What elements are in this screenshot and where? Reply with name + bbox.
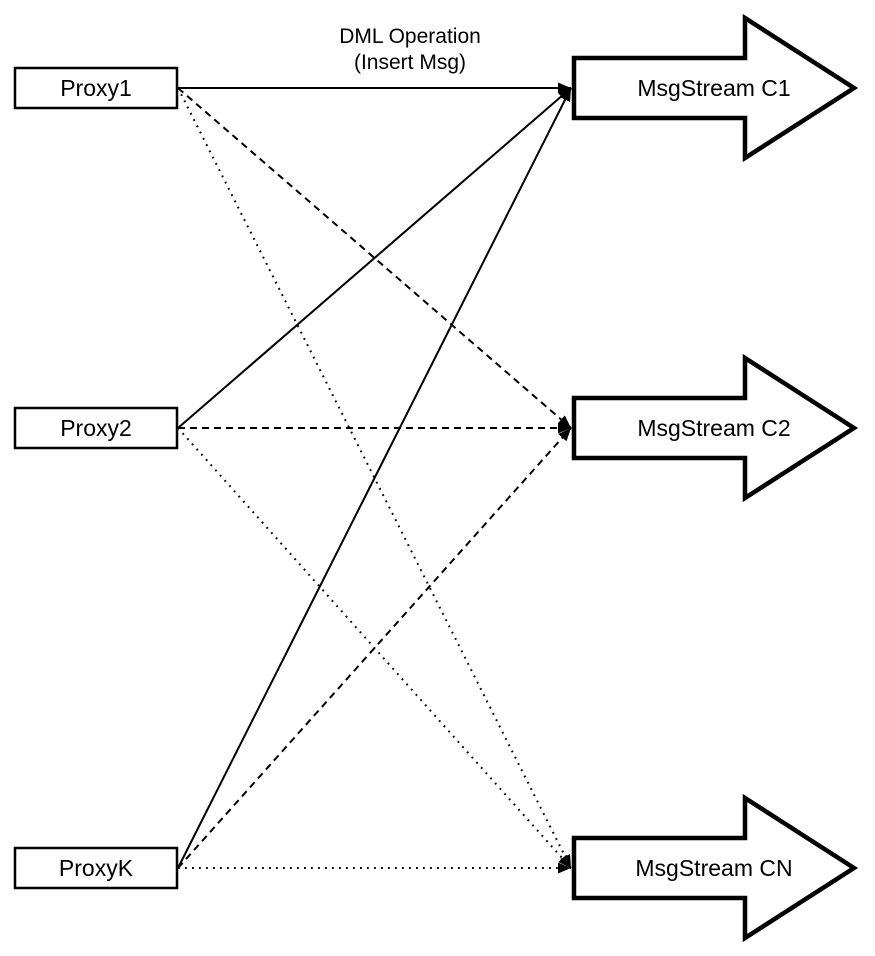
stream-c1-label: MsgStream C1 [637, 75, 790, 101]
proxy2-node: Proxy2 [13, 406, 179, 450]
edge-proxyk-to-c1 [177, 87, 572, 869]
edge-proxy1-to-c2 [177, 87, 572, 429]
proxyk-box [13, 846, 179, 890]
stream-cn-label: MsgStream CN [635, 855, 792, 881]
proxy1-node: Proxy1 [13, 66, 179, 110]
edge-proxy2-to-c1 [177, 87, 572, 429]
stream-c2-arrow-shape [571, 353, 859, 503]
stream-c1-node: MsgStream C1 [571, 13, 859, 163]
stream-c2-label: MsgStream C2 [637, 415, 790, 441]
proxy1-label: Proxy1 [60, 75, 132, 101]
stream-cn-arrow-shape [571, 793, 859, 943]
proxy1-box [13, 66, 179, 110]
diagram-title: DML Operation (Insert Msg) [339, 25, 481, 74]
proxy2-box [13, 406, 179, 450]
diagram-title-line1: DML Operation [339, 25, 481, 48]
stream-cn-node: MsgStream CN [571, 793, 859, 943]
proxyk-node: ProxyK [13, 846, 179, 890]
stream-c2-node: MsgStream C2 [571, 353, 859, 503]
stream-c1-arrow-shape [571, 13, 859, 163]
proxyk-label: ProxyK [59, 855, 134, 881]
edge-proxy2-to-cn [177, 427, 572, 869]
edges-group [177, 82, 572, 874]
proxy2-label: Proxy2 [60, 415, 132, 441]
diagram-title-line2: (Insert Msg) [354, 51, 466, 74]
